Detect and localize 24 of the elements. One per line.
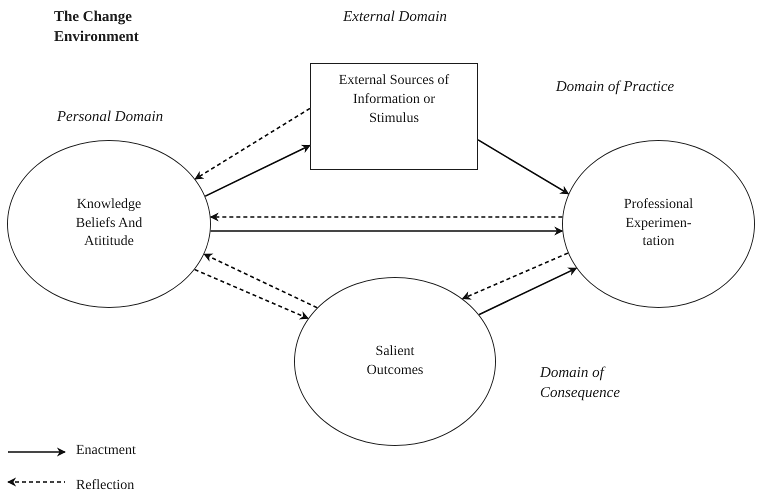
source-box [310,63,478,170]
node-label: Professional Experimen- tation [622,196,694,252]
arrow [204,144,311,197]
domain-label: Domain of Consequence [540,364,621,402]
dashed-arrow [210,212,562,222]
domain-label: Personal Domain [56,108,164,127]
domain-ellipse [7,140,211,308]
domain-ellipse [562,140,755,308]
dashed-arrow [462,252,568,300]
node-label: Salient Outcomes [366,342,424,380]
dashed-arrow [194,268,309,320]
legend-label: Enactment [76,443,136,459]
dashed-arrow [203,253,318,308]
domain-ellipse [294,277,496,446]
dashed-arrow [194,108,310,180]
arrow [210,226,564,236]
domain-label: Domain of Practice [555,78,675,97]
legend-label: Reflection [76,478,134,493]
arrow [478,139,570,195]
node-label: Knowledge Beliefs And Atititude [74,196,144,252]
node-label: External Sources of Information or Stimulus [338,72,450,128]
arrow [478,267,578,316]
diagram-title: The Change Environment [54,8,140,46]
domain-label: External Domain [342,8,448,27]
